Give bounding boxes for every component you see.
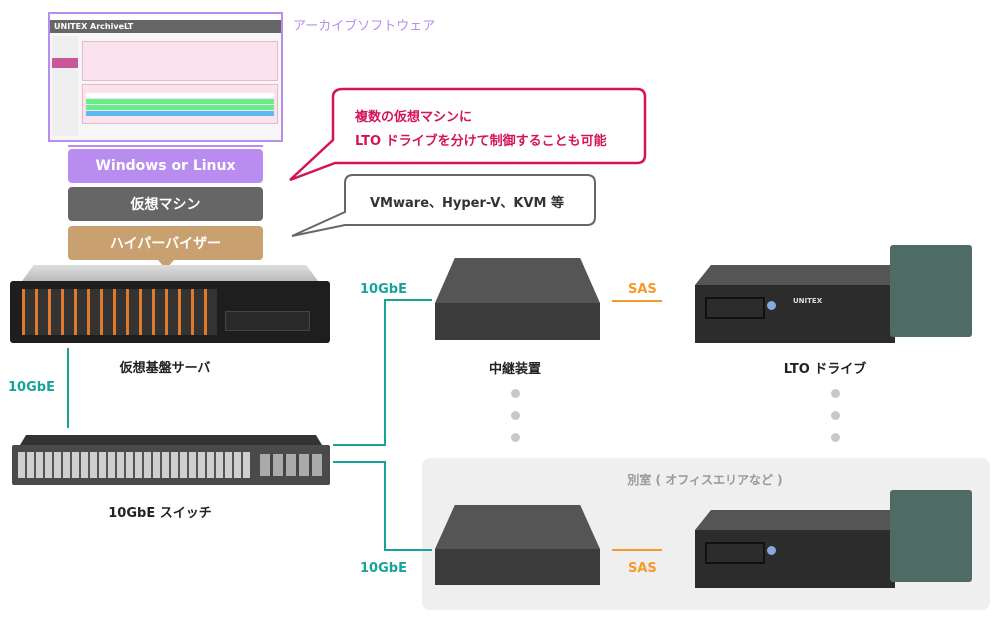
remote-room-label: 別室 ( オフィスエリアなど ) [627, 473, 783, 487]
callout-multi-vm-bubble [289, 87, 647, 182]
switch-image [12, 435, 330, 485]
hypervisor-pointer [158, 260, 174, 269]
callout-multi-vm-line1: 複数の仮想マシンに [355, 110, 473, 125]
app-title-bar: UNITEX ArchiveLT [50, 20, 281, 33]
ellipsis-dot [831, 411, 840, 420]
switch-relay-line-2 [333, 461, 432, 551]
server-switch-link-label: 10GbE [8, 380, 55, 395]
ellipsis-dot [831, 433, 840, 442]
callout-multi-vm-line2: LTO ドライブを分けて制御することも可能 [355, 134, 607, 149]
app-title: UNITEX ArchiveLT [54, 22, 134, 31]
lto-drive-1: UNITEX [695, 245, 975, 345]
relay-device-2 [435, 505, 600, 585]
archive-software-window: UNITEX ArchiveLT [48, 12, 283, 142]
ellipsis-dot [511, 433, 520, 442]
window-underline [68, 145, 263, 147]
hypervisor-layer: ハイパーバイザー [68, 226, 263, 260]
lto-drive-2 [695, 490, 975, 590]
switch-label: 10GbE スイッチ [108, 506, 212, 521]
callout-hypervisor-bubble [291, 174, 596, 237]
callout-hypervisor-text: VMware、Hyper-V、KVM 等 [370, 196, 565, 211]
switch-relay-1-link-label: 10GbE [360, 282, 407, 297]
ellipsis-dot [511, 389, 520, 398]
sas-2-label: SAS [628, 561, 657, 576]
server-label: 仮想基盤サーバ [119, 361, 211, 376]
lto-brand: UNITEX [793, 297, 823, 305]
relay-label: 中継装置 [488, 362, 542, 377]
sas-1-label: SAS [628, 282, 657, 297]
ellipsis-dot [831, 389, 840, 398]
switch-relay-2-link-label: 10GbE [360, 561, 407, 576]
ellipsis-dot [511, 411, 520, 420]
vm-layer: 仮想マシン [68, 187, 263, 221]
software-caption: アーカイブソフトウェア [293, 19, 436, 34]
relay-device-1 [435, 258, 600, 340]
os-layer: Windows or Linux [68, 149, 263, 183]
lto-label: LTO ドライブ [783, 362, 867, 377]
switch-relay-line-1 [333, 299, 432, 446]
server-image [10, 265, 330, 345]
